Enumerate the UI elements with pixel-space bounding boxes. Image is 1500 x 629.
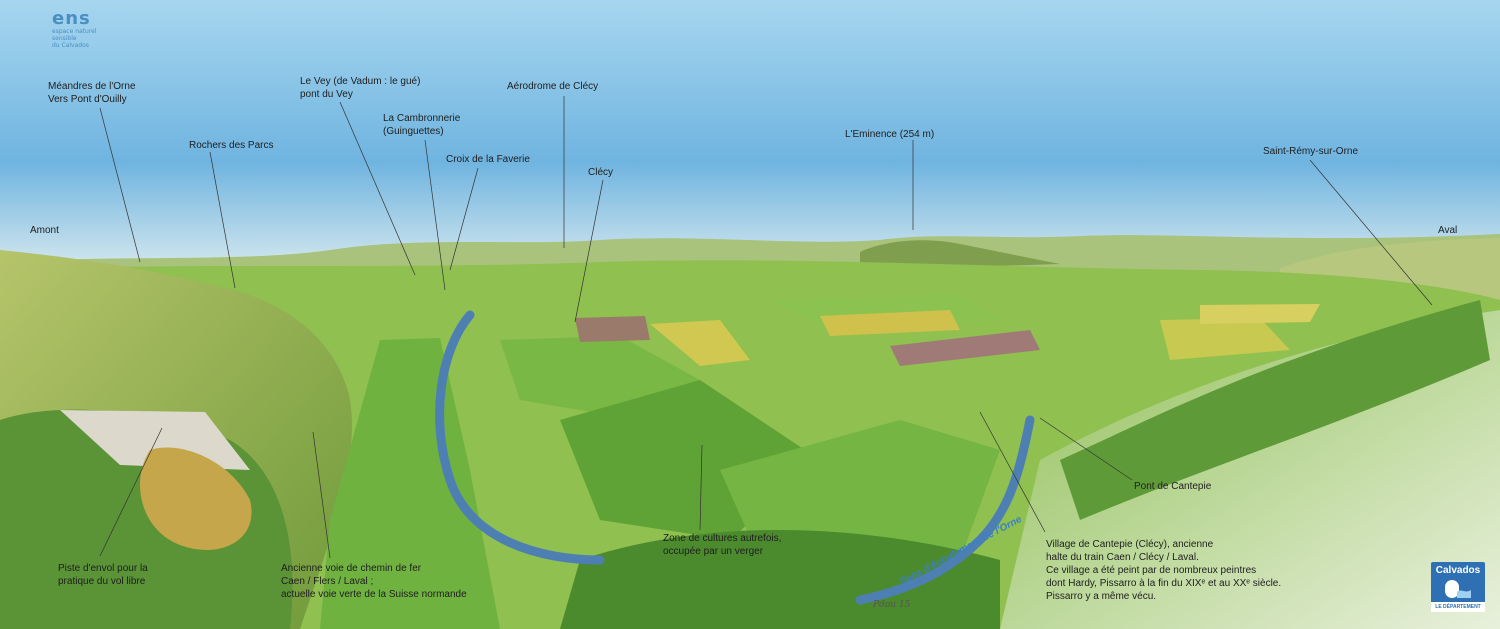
label-piste-line2: pratique du vol libre bbox=[58, 576, 146, 587]
foreground-forest bbox=[560, 530, 1000, 629]
label-aerodrome: Aérodrome de Clécy bbox=[507, 81, 599, 92]
label-zone-line2: occupée par un verger bbox=[663, 546, 764, 557]
leader-village bbox=[979, 411, 1046, 533]
label-zone-line1: Zone de cultures autrefois, bbox=[663, 533, 782, 544]
launch-ramp bbox=[60, 410, 250, 470]
gorse-bush bbox=[140, 447, 252, 550]
leader-rochers bbox=[209, 151, 236, 289]
field-center-3 bbox=[720, 420, 1000, 560]
label-voie-line1: Ancienne voie de chemin de fer bbox=[281, 563, 422, 574]
label-village-line4: dont Hardy, Pissarro à la fin du XIXᵉ et… bbox=[1046, 578, 1282, 589]
label-voie-line2: Caen / Flers / Laval ; bbox=[281, 576, 374, 587]
label-vey-line2: pont du Vey bbox=[300, 89, 353, 100]
ens-logo-line: espace naturel bbox=[52, 28, 97, 35]
right-forest bbox=[1060, 300, 1490, 520]
leader-zone bbox=[699, 444, 703, 531]
label-meandres-line2: Vers Pont d'Ouilly bbox=[48, 94, 127, 105]
leader-saint-remy bbox=[1309, 159, 1433, 306]
label-rochers: Rochers des Parcs bbox=[189, 140, 274, 151]
label-village-line5: Pissarro y a même vécu. bbox=[1046, 591, 1157, 602]
calvados-logo-name: Calvados bbox=[1435, 565, 1481, 576]
ens-logo: ens espace naturel sensible du Calvados bbox=[52, 8, 97, 50]
river-orne bbox=[435, 310, 1035, 605]
label-saint-remy: Saint-Rémy-sur-Orne bbox=[1263, 146, 1359, 157]
artist-signature: Pdou 15 bbox=[873, 600, 911, 610]
label-village: Village de Cantepie (Clécy), ancienne ha… bbox=[1046, 538, 1281, 603]
label-amont: Amont bbox=[30, 225, 59, 236]
label-meandres-line1: Méandres de l'Orne bbox=[48, 81, 136, 92]
label-vey-line1: Le Vey (de Vadum : le gué) bbox=[300, 76, 421, 87]
calvados-logo-subtitle: LE DÉPARTEMENT bbox=[1431, 602, 1485, 612]
leader-clecy bbox=[574, 179, 604, 323]
eminence-hill bbox=[860, 240, 1060, 270]
label-vey: Le Vey (de Vadum : le gué) pont du Vey bbox=[300, 75, 420, 101]
label-clecy: Clécy bbox=[588, 167, 614, 178]
label-voie: Ancienne voie de chemin de fer Caen / Fl… bbox=[281, 562, 467, 601]
field-right-2 bbox=[820, 310, 960, 336]
label-aval: Aval bbox=[1438, 225, 1458, 236]
label-zone: Zone de cultures autrefois, occupée par … bbox=[663, 532, 781, 558]
field-right-yellow-2 bbox=[1200, 304, 1320, 324]
field-brown bbox=[575, 316, 650, 342]
leader-croix bbox=[449, 167, 479, 271]
label-piste: Piste d'envol pour la pratique du vol li… bbox=[58, 562, 148, 588]
label-cambronnerie-line2: (Guinguettes) bbox=[383, 126, 444, 137]
field-yellow bbox=[650, 320, 750, 366]
label-village-line1: Village de Cantepie (Clécy), ancienne bbox=[1046, 539, 1214, 550]
label-croix: Croix de la Faverie bbox=[446, 154, 530, 165]
label-village-line3: Ce village a été peint par de nombreux p… bbox=[1046, 565, 1257, 576]
field-voie-verte bbox=[320, 338, 500, 629]
leader-meandres bbox=[99, 107, 141, 263]
field-purple bbox=[890, 330, 1040, 366]
leader-pont-cantepie bbox=[1039, 417, 1133, 481]
field-right-yellow bbox=[1160, 318, 1290, 360]
ens-logo-mark: ens bbox=[52, 8, 91, 29]
leader-vey bbox=[339, 101, 416, 276]
calvados-logo: Calvados LE DÉPARTEMENT bbox=[1431, 562, 1485, 612]
label-voie-line3: actuelle voie verte de la Suisse normand… bbox=[281, 589, 467, 600]
label-meandres: Méandres de l'Orne Vers Pont d'Ouilly bbox=[48, 80, 136, 106]
leader-voie bbox=[312, 431, 331, 559]
leader-cambronnerie bbox=[424, 139, 446, 291]
ens-logo-line: du Calvados bbox=[52, 42, 89, 49]
label-pont-cantepie: Pont de Cantepie bbox=[1134, 481, 1212, 492]
ens-logo-line: sensible bbox=[52, 35, 77, 42]
label-cambronnerie-line1: La Cambronnerie bbox=[383, 113, 461, 124]
leader-piste bbox=[99, 427, 163, 557]
label-eminence: L'Eminence (254 m) bbox=[845, 129, 935, 140]
calvados-emblem-icon bbox=[1445, 580, 1471, 598]
label-cambronnerie: La Cambronnerie (Guinguettes) bbox=[383, 112, 460, 138]
label-village-line2: halte du train Caen / Clécy / Laval. bbox=[1046, 552, 1199, 563]
label-piste-line1: Piste d'envol pour la bbox=[58, 563, 148, 574]
sky bbox=[0, 0, 1500, 270]
